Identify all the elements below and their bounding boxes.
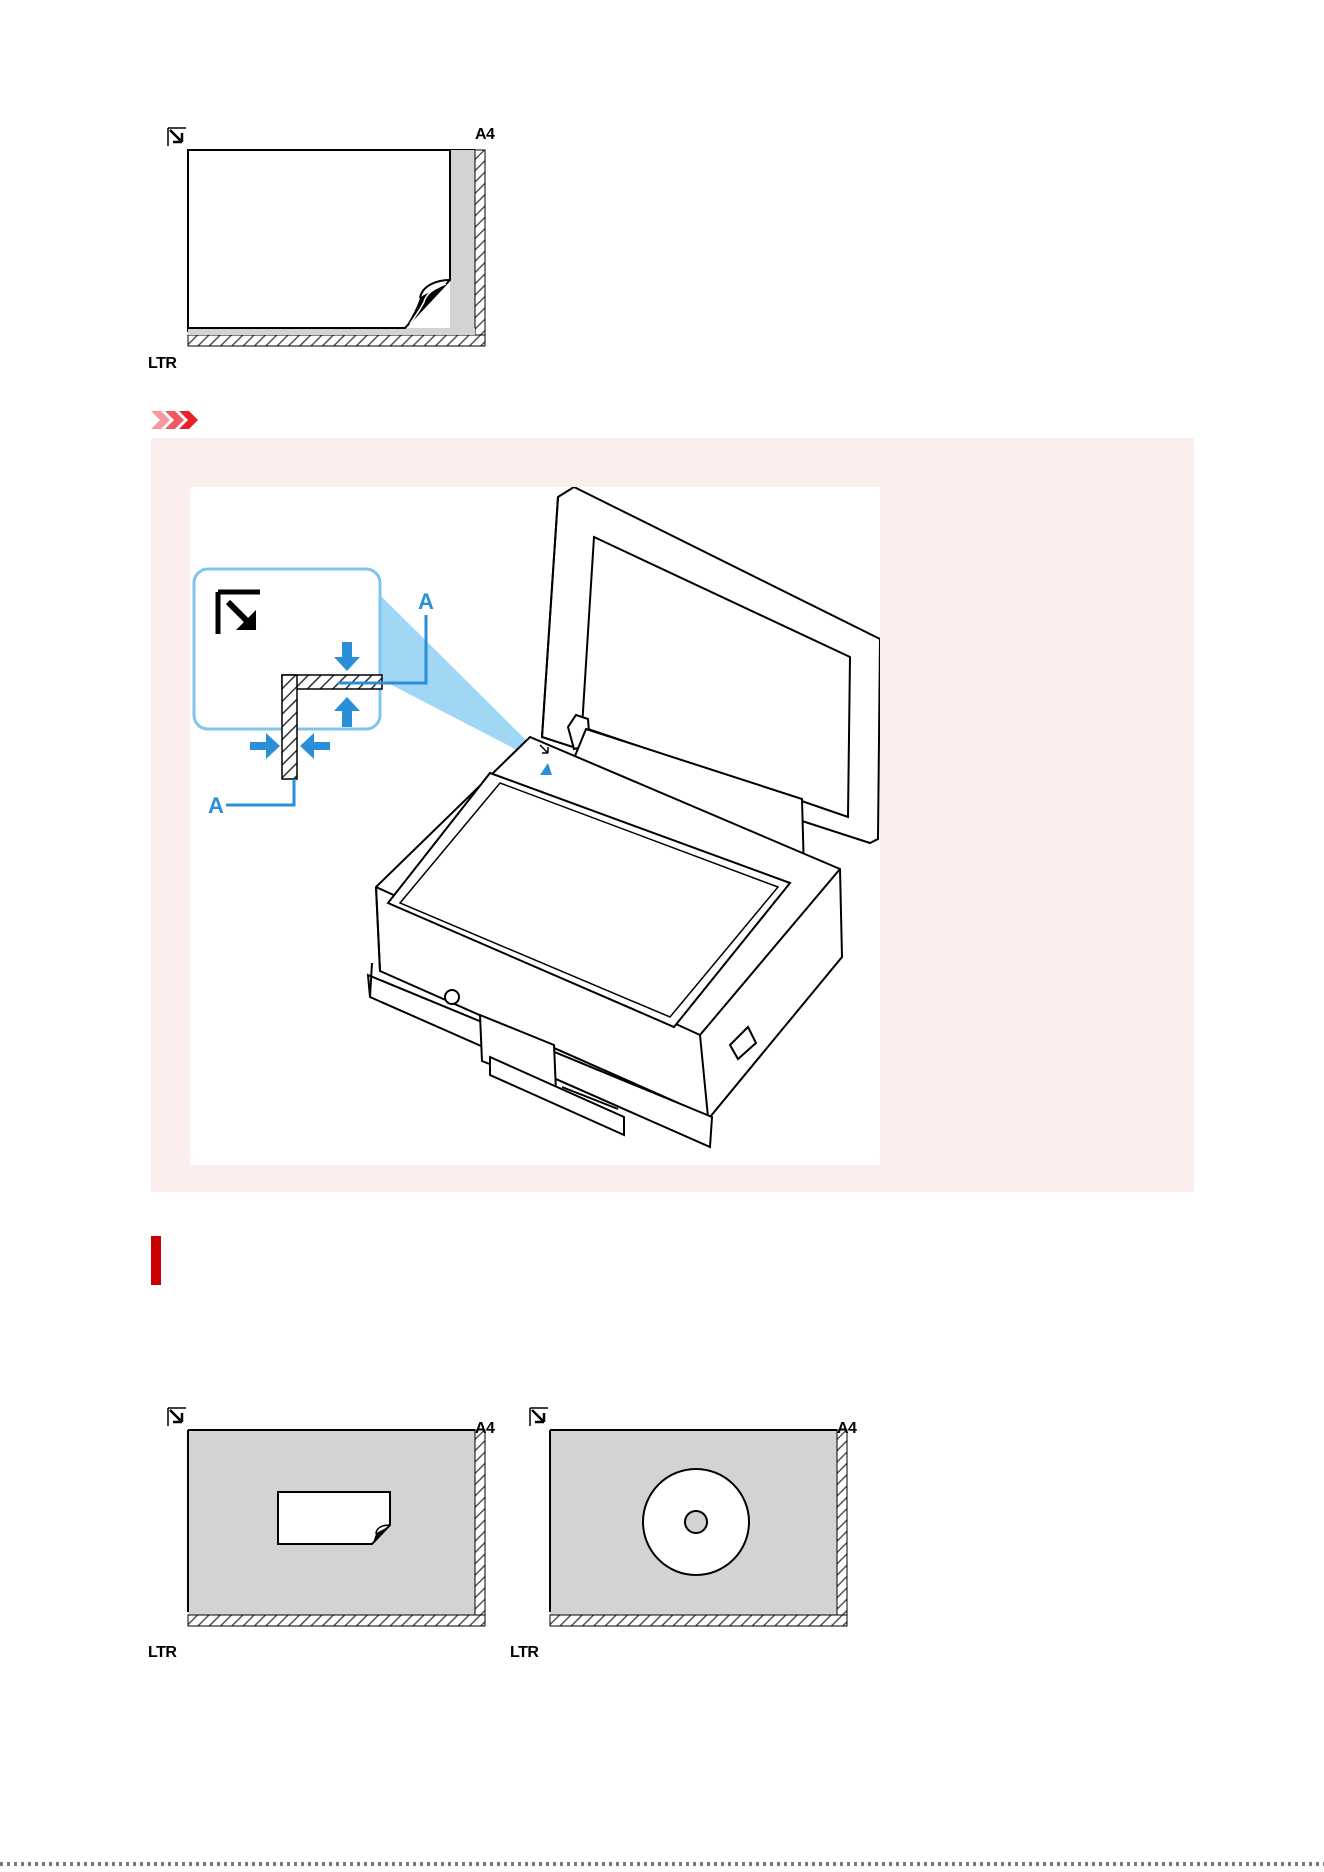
label-a-bottom: A bbox=[208, 793, 224, 818]
label-a-top: A bbox=[418, 589, 434, 614]
a4-size-label: A4 bbox=[475, 127, 494, 143]
page-footer-rule bbox=[0, 1862, 1324, 1866]
ltr-size-label: LTR bbox=[510, 1645, 538, 1661]
platen-diagram-large-original bbox=[140, 120, 500, 380]
ltr-size-label: LTR bbox=[148, 356, 176, 372]
disc-icon bbox=[643, 1469, 749, 1575]
platen-diagram-small-original bbox=[140, 1400, 500, 1660]
a4-size-label: A4 bbox=[475, 1421, 494, 1437]
alignment-arrow-icon bbox=[168, 128, 186, 146]
platen-diagram-disc bbox=[502, 1400, 862, 1660]
a4-size-label: A4 bbox=[837, 1421, 856, 1437]
alignment-arrow-icon bbox=[168, 1408, 186, 1426]
ltr-size-label: LTR bbox=[148, 1645, 176, 1661]
callout-beam bbox=[380, 595, 542, 763]
alignment-arrow-icon bbox=[530, 1408, 548, 1426]
section-heading-bar bbox=[151, 1236, 161, 1285]
printer-illustration: A A bbox=[190, 487, 880, 1165]
important-chevron-icon bbox=[151, 411, 205, 429]
